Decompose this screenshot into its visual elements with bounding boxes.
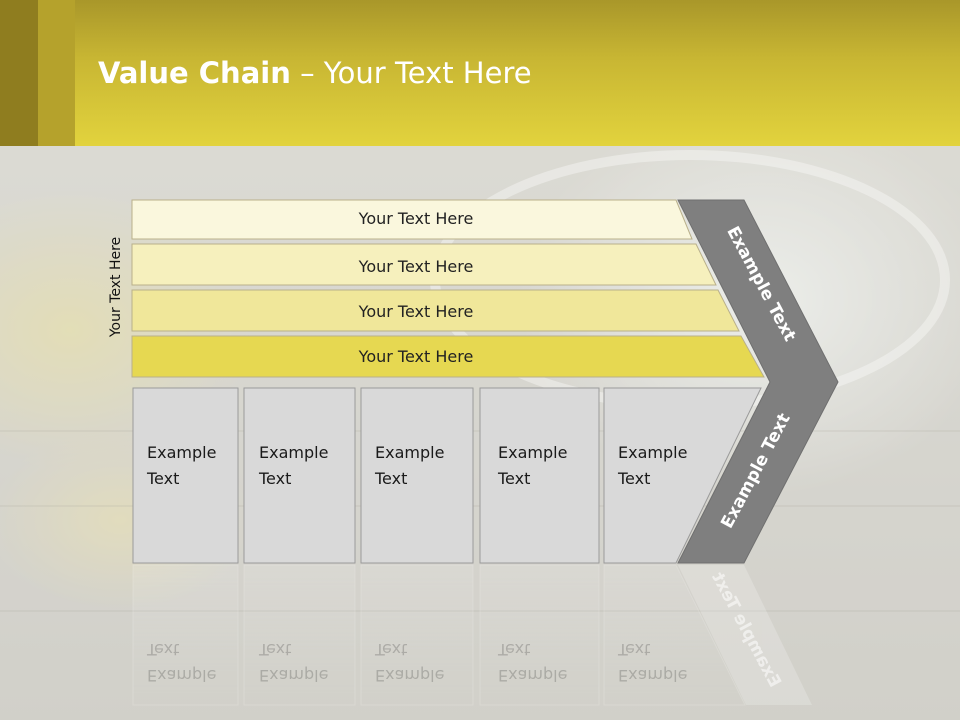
box-label-line: Example <box>618 666 688 685</box>
box-label-reflection: Example Text <box>259 636 328 688</box>
bar-label-4: Your Text Here <box>358 347 474 366</box>
box-reflection <box>243 564 356 706</box>
value-bar-3 <box>131 289 740 332</box>
box-label-line: Example <box>498 666 568 685</box>
box-label-line: Text <box>618 640 651 659</box>
box-reflection <box>132 564 239 706</box>
slide-title: Value Chain – Your Text Here <box>98 56 532 90</box>
value-bar-2 <box>131 243 717 286</box>
box-reflection <box>479 564 600 706</box>
arrow-reflection <box>678 565 812 705</box>
box-label-line: Text <box>259 469 292 488</box>
activity-box-3 <box>360 387 474 564</box>
activity-box-5 <box>603 387 762 564</box>
box-label-line: Example <box>618 443 688 462</box>
box-reflection <box>360 564 474 706</box>
activity-box-4 <box>479 387 600 564</box>
box-label-line: Text <box>375 469 408 488</box>
box-label-line: Example <box>259 666 329 685</box>
title-bold: Value Chain <box>98 56 291 90</box>
box-label-line: Text <box>618 469 651 488</box>
box-label-line: Text <box>498 469 531 488</box>
box-label-line: Example <box>147 666 217 685</box>
box-label-line: Example <box>259 443 329 462</box>
header-accent-strip <box>0 0 38 146</box>
box-label-line: Text <box>498 640 531 659</box>
box-label-reflection: Example Text <box>147 636 216 688</box>
activity-box-2 <box>243 387 356 564</box>
chevron-arrow <box>677 199 839 564</box>
box-label-line: Text <box>147 640 180 659</box>
box-label-line: Example <box>375 666 445 685</box>
box-label-line: Example <box>375 443 445 462</box>
bar-label-2: Your Text Here <box>358 257 474 276</box>
bar-label-1: Your Text Here <box>358 209 474 228</box>
bar-label-3: Your Text Here <box>358 302 474 321</box>
box-label-line: Text <box>375 640 408 659</box>
value-bar-1 <box>131 199 693 240</box>
value-bar-4 <box>131 335 765 378</box>
box-reflection <box>603 564 746 706</box>
box-label-reflection: Example Text <box>375 636 444 688</box>
box-label-reflection: Example Text <box>498 636 567 688</box>
header-band: Value Chain – Your Text Here <box>0 0 960 146</box>
title-rest: – Your Text Here <box>290 56 532 90</box>
box-label-reflection: Example Text <box>618 636 687 688</box>
box-label-line: Text <box>259 640 292 659</box>
side-label: Your Text Here <box>108 236 124 338</box>
reflection-group <box>132 564 812 706</box>
activity-box-1 <box>132 387 239 564</box>
box-label-line: Example <box>498 443 568 462</box>
box-label-line: Example <box>147 443 217 462</box>
box-label-line: Text <box>147 469 180 488</box>
header-accent-strip <box>38 0 75 146</box>
